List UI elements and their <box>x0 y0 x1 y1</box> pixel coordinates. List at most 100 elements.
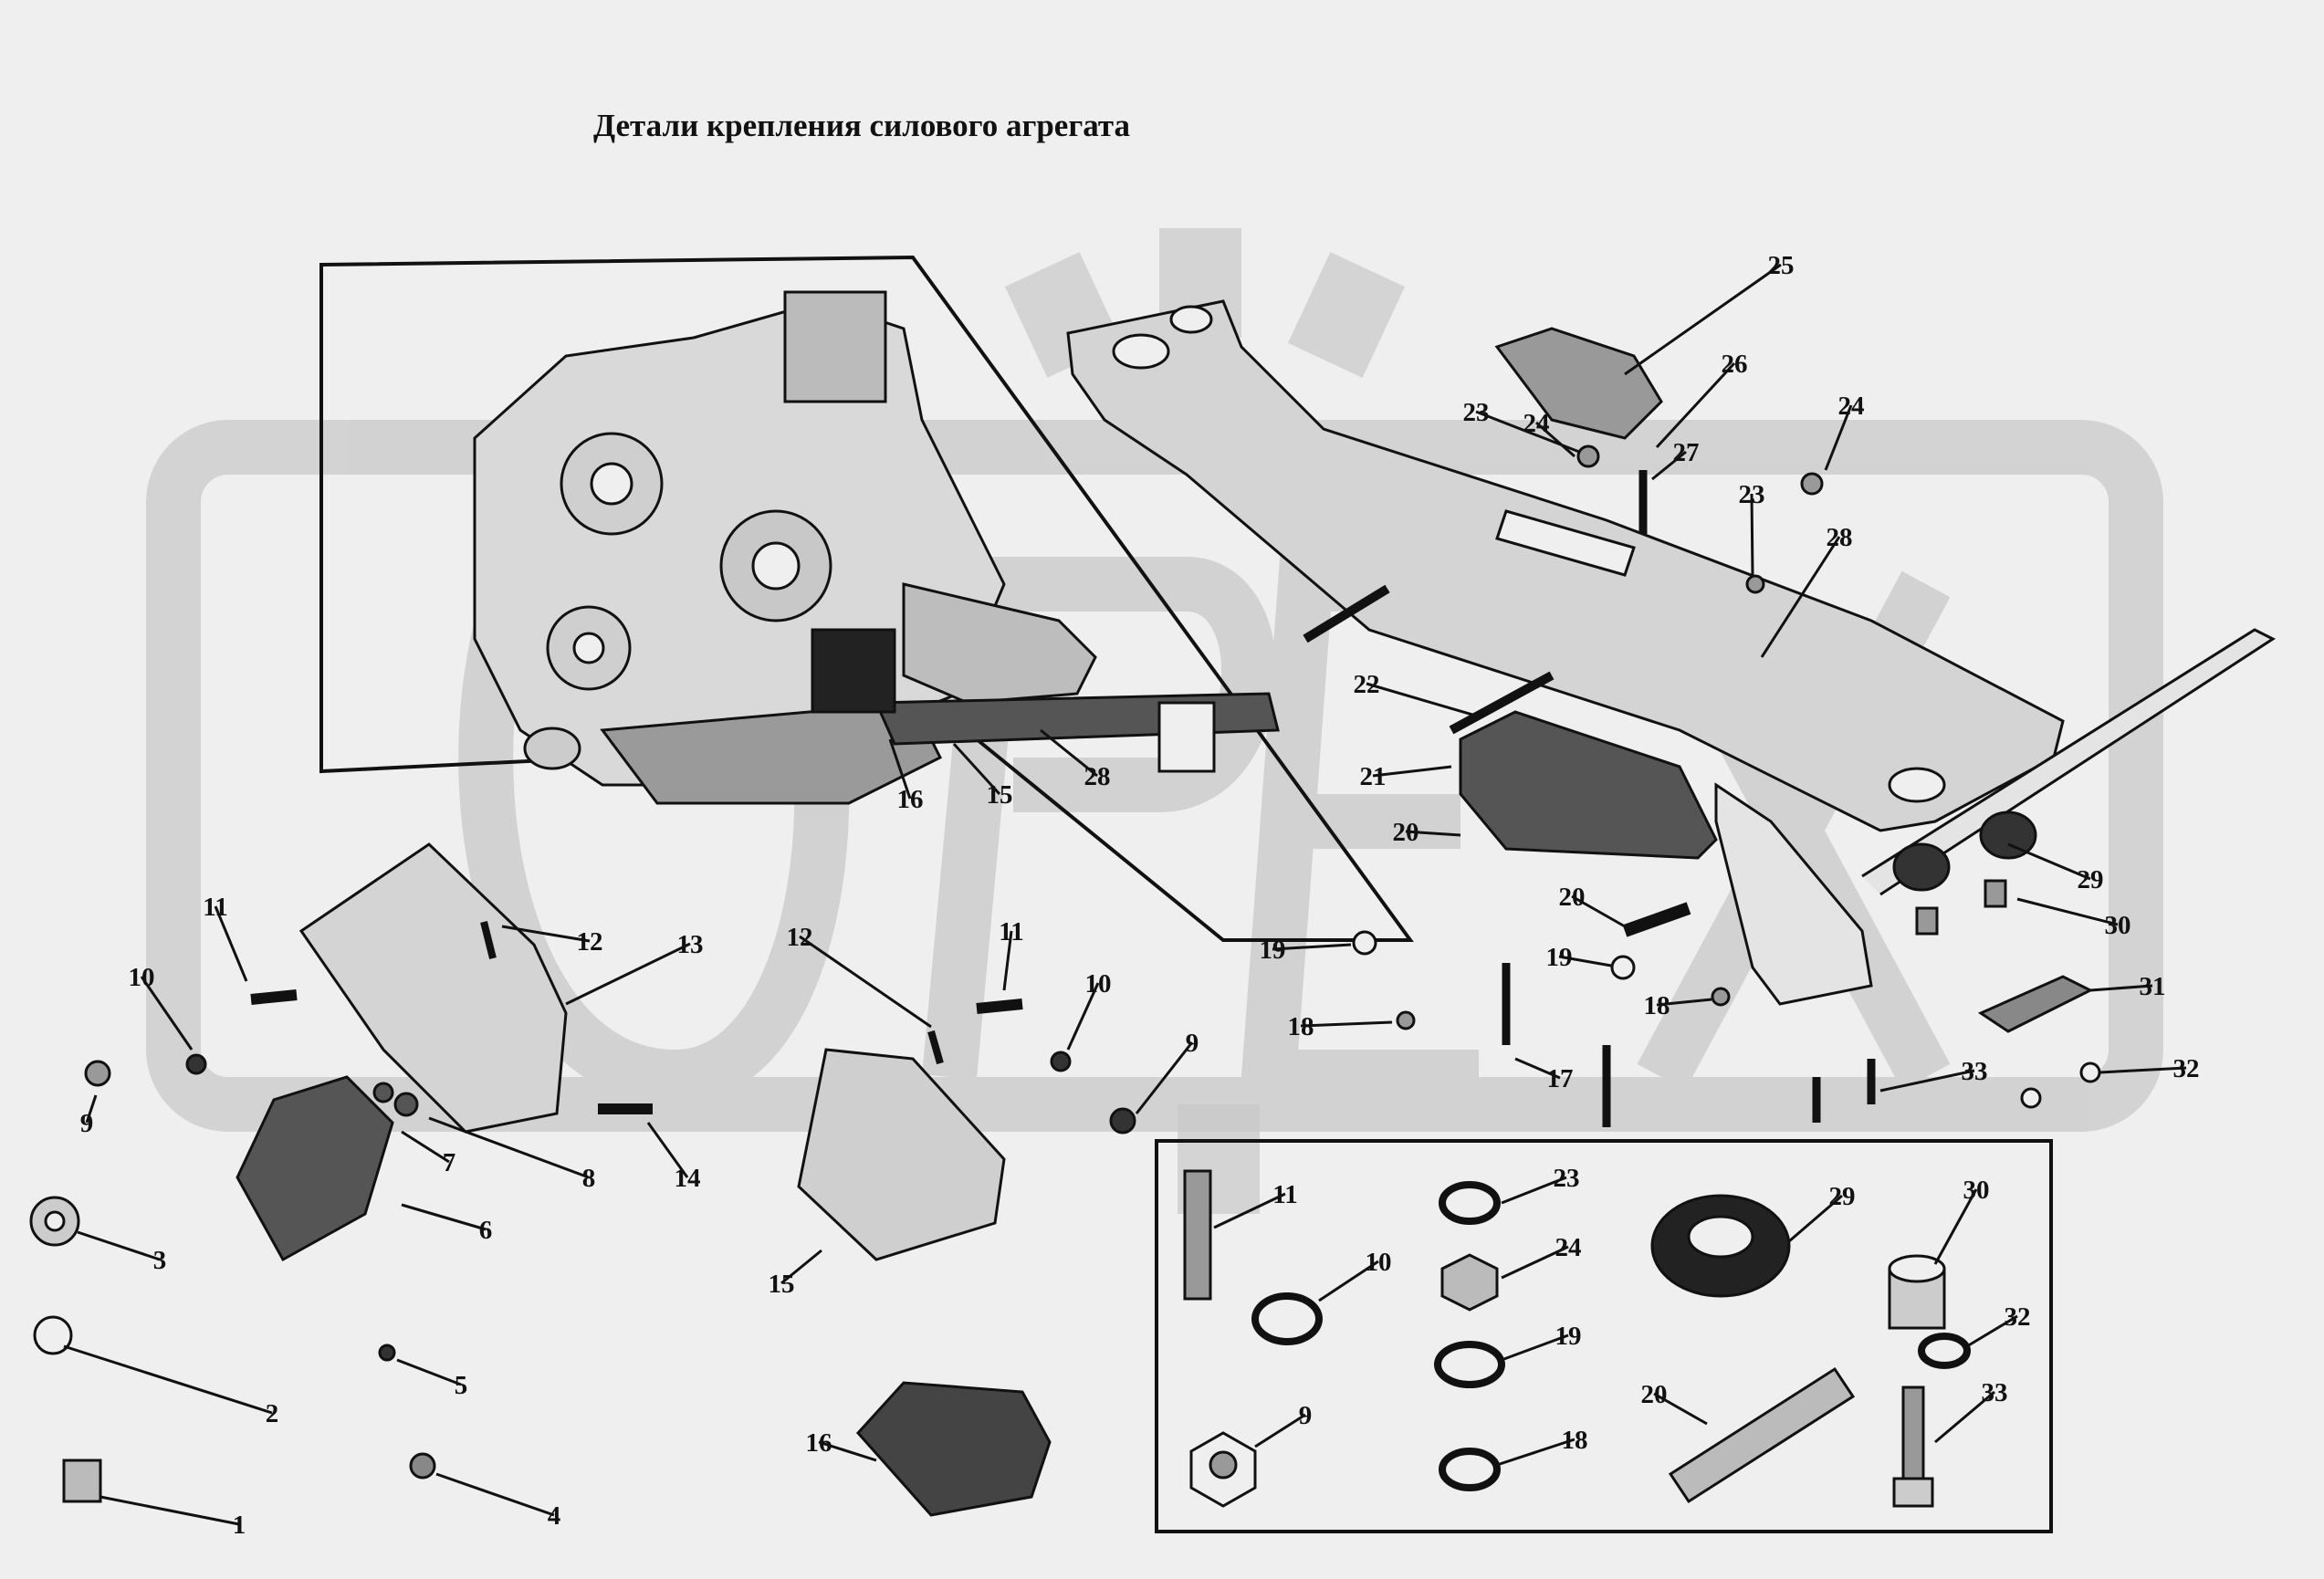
callout-label-c4: 4 <box>548 1501 561 1531</box>
washer-18 <box>1396 1010 1416 1030</box>
leader-line-c18b <box>1656 998 1712 1007</box>
callout-label-c17: 17 <box>1547 1064 1574 1093</box>
callout-label-c23a: 23 <box>1463 398 1490 427</box>
leader-line-c10b <box>1066 982 1100 1051</box>
callout-label-c12a: 12 <box>577 927 603 957</box>
washer-32 <box>2079 1061 2101 1083</box>
frame-side-member <box>1714 782 1873 1006</box>
callout-label-c22: 22 <box>1354 670 1380 699</box>
callout-label-c9c: 9 <box>1299 1401 1313 1430</box>
leader-line-c29a <box>2007 842 2091 881</box>
callout-label-c18a: 18 <box>1288 1012 1314 1041</box>
leader-line-c13 <box>565 942 691 1006</box>
cushion-6 <box>236 1075 394 1262</box>
leader-line-c4 <box>435 1472 555 1517</box>
callout-label-c31: 31 <box>2140 972 2166 1001</box>
callout-label-c9b: 9 <box>1186 1029 1199 1058</box>
leader-line-c7 <box>401 1130 450 1164</box>
spring-washer-2 <box>33 1315 73 1355</box>
leader-line-c30a <box>2016 897 2119 926</box>
frame-channel <box>1861 628 2277 896</box>
hardware-detail-items <box>1183 1169 1971 1508</box>
gear-tooth <box>1287 252 1406 378</box>
detail-washer-10 <box>1251 1292 1323 1345</box>
leader-line-c19a <box>1272 943 1352 951</box>
callout-label-c19c: 19 <box>1555 1322 1582 1351</box>
callout-label-c16b: 16 <box>806 1428 832 1458</box>
callout-label-c10c: 10 <box>1366 1248 1392 1277</box>
leader-line-c11b <box>1002 930 1013 991</box>
leader-line-c20a <box>1405 830 1461 837</box>
callout-label-c6: 6 <box>479 1216 493 1245</box>
washer-19 <box>1610 955 1636 980</box>
callout-label-c18b: 18 <box>1644 991 1670 1020</box>
callout-label-c24a: 24 <box>1523 409 1550 438</box>
leader-lines <box>63 263 2187 1526</box>
washer-10 <box>1050 1051 1072 1072</box>
front-mount-cushion <box>811 628 896 714</box>
callout-label-c19b: 19 <box>1546 943 1573 972</box>
leader-line-c22 <box>1366 682 1480 718</box>
detail-washer-23 <box>1439 1181 1501 1225</box>
alternator-hub <box>751 541 801 591</box>
leader-line-c30b <box>1933 1188 1978 1265</box>
callout-label-c20c: 20 <box>1641 1380 1668 1409</box>
crankshaft-hub <box>572 632 605 664</box>
leader-line-c28a <box>1760 536 1841 658</box>
detail-cushion-29-hole <box>1687 1215 1754 1259</box>
crossmember-hole <box>1888 767 1946 803</box>
washer-10 <box>185 1053 207 1075</box>
crossmember-28 <box>1066 299 2065 832</box>
callout-label-c19a: 19 <box>1260 936 1286 965</box>
nut-9 <box>84 1060 111 1087</box>
detail-stud-11 <box>1183 1169 1212 1301</box>
callout-label-c9a: 9 <box>80 1109 94 1138</box>
callout-label-c20a: 20 <box>1393 818 1419 847</box>
leader-line-c20b <box>1571 894 1626 928</box>
leader-line-c9b <box>1135 1041 1194 1114</box>
callout-label-c20b: 20 <box>1559 883 1586 912</box>
crossmember-hole <box>1169 305 1213 334</box>
detail-spacer-30-top <box>1888 1254 1946 1283</box>
front-mounts <box>29 842 1136 1517</box>
washer-19 <box>1352 930 1377 956</box>
leader-line-c9c <box>1254 1413 1306 1448</box>
callout-label-c32a: 32 <box>2173 1054 2200 1083</box>
washer-18 <box>1711 987 1731 1007</box>
leader-line-c15a <box>780 1249 822 1285</box>
leader-line-c20c <box>1653 1392 1708 1426</box>
leader-line-c33b <box>1934 1390 1995 1444</box>
leader-line-c32b <box>1966 1314 2018 1348</box>
callout-label-c11c: 11 <box>1272 1180 1297 1209</box>
leader-line-c10a <box>140 976 194 1051</box>
leader-line-c26 <box>1655 361 1736 449</box>
bracket-15 <box>797 1048 1006 1261</box>
callout-label-c30b: 30 <box>1963 1176 1990 1205</box>
detail-washer-19 <box>1434 1341 1505 1388</box>
callout-label-c21: 21 <box>1360 762 1387 791</box>
leader-line-c11a <box>214 905 248 982</box>
leader-line-c10c <box>1318 1260 1379 1302</box>
leader-line-c24c <box>1501 1245 1569 1280</box>
callout-label-c8: 8 <box>582 1164 596 1193</box>
callout-label-c16a: 16 <box>897 785 924 814</box>
callout-label-c32b: 32 <box>2005 1302 2031 1332</box>
rear-mount-bracket <box>1157 701 1216 773</box>
callout-label-c15a: 15 <box>769 1270 795 1299</box>
callout-label-c28b: 28 <box>1084 762 1111 791</box>
leader-line-c27 <box>1651 450 1687 481</box>
callout-label-c26: 26 <box>1722 350 1748 379</box>
leader-line-c8 <box>428 1116 590 1179</box>
bolt-22-b <box>1449 671 1555 735</box>
callout-label-c30a: 30 <box>2105 911 2131 940</box>
plate-31 <box>1977 975 2094 1033</box>
callout-label-c12b: 12 <box>787 923 813 952</box>
detail-bolt-33 <box>1901 1386 1925 1480</box>
detail-nut-24 <box>1440 1253 1499 1312</box>
leader-line-c24a <box>1535 421 1576 458</box>
callout-label-c10b: 10 <box>1085 969 1112 999</box>
callout-label-c11a: 11 <box>203 893 227 922</box>
washer-5 <box>378 1344 396 1362</box>
